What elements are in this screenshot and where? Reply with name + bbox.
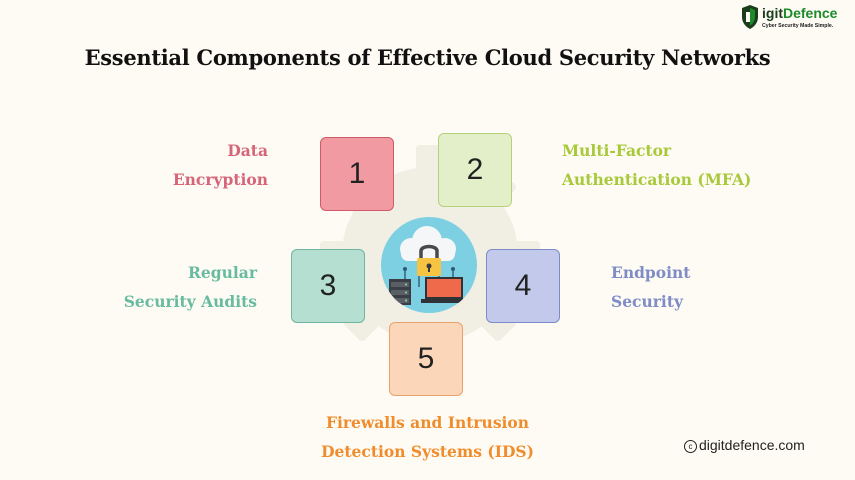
cloud-lock-server-laptop-icon: [389, 226, 467, 305]
component-number: 2: [466, 153, 484, 186]
shield-logo-icon: [742, 5, 758, 29]
component-number: 5: [417, 342, 435, 375]
brand-name: igitDefence: [762, 5, 838, 21]
component-number: 3: [319, 269, 337, 302]
component-box-5: 5: [389, 322, 463, 396]
cloud-security-center: [381, 217, 477, 313]
component-number: 1: [348, 157, 366, 190]
brand-logo: igitDefence Cyber Security Made Simple.: [741, 3, 853, 35]
component-box-4: 4: [486, 249, 560, 323]
component-box-2: 2: [438, 133, 512, 207]
component-box-3: 3: [291, 249, 365, 323]
component-number: 4: [514, 269, 532, 302]
copyright-icon: c: [684, 440, 697, 453]
copyright-text: digitdefence.com: [699, 437, 805, 453]
component-box-1: 1: [320, 137, 394, 211]
diagram-title: Essential Components of Effective Cloud …: [84, 45, 771, 70]
brand-tagline: Cyber Security Made Simple.: [762, 23, 834, 29]
